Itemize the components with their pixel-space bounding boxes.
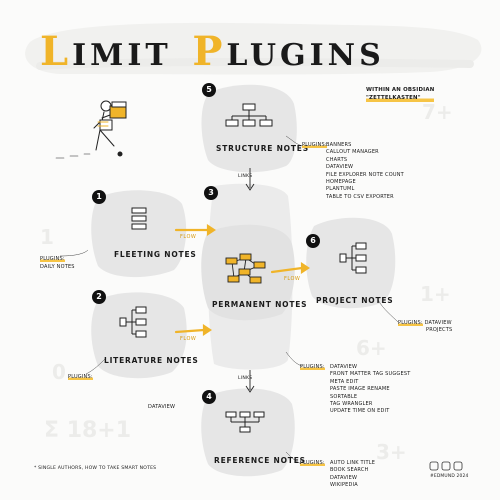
plugins-structure-label: PLUGINS:: [302, 142, 327, 148]
label-structure-notes: STRUCTURE NOTES: [216, 144, 309, 153]
signature: #EDMUND 2024: [430, 474, 469, 479]
badge-literature: 2: [92, 290, 106, 304]
fleeting-blob: [91, 190, 187, 278]
subtitle-line-2: "ZETTELKASTEN": [366, 94, 435, 102]
plugin-item: DATAVIEW: [330, 364, 358, 370]
count-fleeting: 1: [40, 225, 54, 249]
plugin-item: WIKIPEDIA: [330, 482, 358, 489]
structure-hierarchy-icon: [225, 103, 273, 127]
plugin-item: FRONT MATTER TAG SUGGEST: [330, 371, 411, 378]
plugins-structure: PLUGINS: BANNERS CALLOUT MANAGER CHARTS …: [302, 142, 404, 200]
plugin-item: BOOK SEARCH: [330, 467, 369, 474]
structure-blob: [201, 84, 297, 173]
twitter-icon: [453, 461, 463, 471]
label-reference-notes: REFERENCE NOTES: [214, 456, 306, 465]
plugin-item: SORTABLE: [330, 393, 358, 400]
plugins-fleeting-label: PLUGINS:: [40, 256, 65, 262]
plugin-item: AUTO LINK TITLE: [330, 460, 376, 466]
count-permanent: 6+: [356, 336, 387, 360]
plugin-item: PLANTUML: [326, 186, 355, 193]
badge-fleeting: 1: [92, 190, 106, 204]
plugins-reference-label: PLUGINS:: [300, 460, 325, 466]
title-letter-p: P: [192, 28, 227, 75]
plugin-item: DAILY NOTES: [40, 264, 75, 270]
mastodon-icon: [429, 461, 439, 471]
label-literature-notes: LITERATURE NOTES: [104, 356, 199, 365]
label-fleeting-notes: FLEETING NOTES: [114, 250, 197, 259]
count-reference: 3+: [376, 440, 407, 464]
plugins-project-label: PLUGINS:: [398, 320, 423, 326]
plugins-structure-list: BANNERS CALLOUT MANAGER CHARTS DATAVIEW …: [326, 142, 404, 201]
footnote: * SINGLE AUTHORS, HOW TO TAKE SMART NOTE…: [34, 466, 157, 471]
title-part-2: LUGINS: [226, 38, 385, 73]
badge-project: 6: [306, 234, 320, 248]
links-top-label: LINKS: [238, 174, 253, 179]
plugin-item: PASTE IMAGE RENAME: [330, 386, 390, 393]
link-arrows: [245, 168, 255, 393]
links-bottom-label: LINKS: [238, 376, 253, 381]
flow-arrows: [174, 223, 310, 337]
plugins-fleeting: PLUGINS: DAILY NOTES: [40, 256, 74, 270]
plugin-item: CALLOUT MANAGER: [326, 149, 379, 156]
permanent-network-icon: [225, 253, 266, 284]
flow-label-1: FLOW: [180, 234, 197, 240]
literature-tree-icon: [119, 306, 147, 338]
plugin-item: TAG WRANGLER: [330, 401, 373, 408]
plugins-project: PLUGINS: DATAVIEW PROJECTS: [398, 320, 452, 333]
plugins-permanent-label: PLUGINS:: [300, 364, 325, 370]
subtitle: WITHIN AN OBSIDIAN "ZETTELKASTEN": [366, 86, 435, 102]
social-icons: [429, 461, 463, 471]
plugin-item: DATAVIEW: [424, 320, 452, 326]
badge-reference: 4: [202, 390, 216, 404]
plugin-item: FILE EXPLORER NOTE COUNT: [326, 171, 404, 178]
label-project-notes: PROJECT NOTES: [316, 296, 394, 305]
plugins-permanent-list: DATAVIEW FRONT MATTER TAG SUGGEST META E…: [330, 364, 411, 416]
badge-permanent: 3: [204, 186, 218, 200]
flow-label-3: FLOW: [284, 276, 301, 282]
title-letter-l: L: [40, 28, 73, 75]
title-brush-stroke: [36, 58, 474, 70]
subtitle-line-1: WITHIN AN OBSIDIAN: [366, 87, 435, 93]
plugin-item: META EDIT: [330, 378, 359, 385]
plugins-reference: PLUGINS: AUTO LINK TITLE BOOK SEARCH DAT…: [300, 460, 375, 488]
plugin-item: BANNERS: [326, 142, 352, 148]
plugins-literature: PLUGINS:: [68, 374, 93, 381]
plugin-item: PROJECTS: [426, 327, 453, 333]
walking-person-illustration: [55, 100, 127, 159]
count-literature: 0: [52, 360, 66, 384]
plugins-literature-label: PLUGINS:: [68, 374, 93, 380]
count-structure: 7+: [422, 100, 453, 124]
linkedin-icon: [441, 461, 451, 471]
page-title: LIMIT PLUGINS: [40, 28, 385, 75]
count-total: Σ 18+1: [44, 418, 132, 443]
count-project: 1+: [420, 282, 451, 306]
label-permanent-notes: PERMANENT NOTES: [212, 300, 308, 309]
plugins-reference-list: AUTO LINK TITLE BOOK SEARCH DATAVIEW WIK…: [330, 460, 375, 490]
plugins-permanent: PLUGINS: DATAVIEW FRONT MATTER TAG SUGGE…: [300, 364, 410, 414]
project-tree-icon: [339, 242, 367, 274]
project-blob: [306, 217, 396, 309]
fleeting-stack-icon: [131, 207, 147, 230]
flow-label-2: FLOW: [180, 336, 197, 342]
plugin-item: HOMEPAGE: [326, 179, 356, 186]
plugin-item: CHARTS: [326, 156, 348, 163]
plugin-item: UPDATE TIME ON EDIT: [330, 408, 390, 415]
title-part-1: IMIT: [72, 38, 172, 73]
plugin-item: TABLE TO CSV EXPORTER: [326, 193, 394, 200]
reference-hierarchy-icon: [225, 411, 265, 433]
plugin-item: DATAVIEW: [330, 474, 358, 481]
badge-structure: 5: [202, 83, 216, 97]
plugin-item: DATAVIEW: [326, 164, 354, 171]
literature-side-plugin: DATAVIEW: [148, 404, 176, 410]
